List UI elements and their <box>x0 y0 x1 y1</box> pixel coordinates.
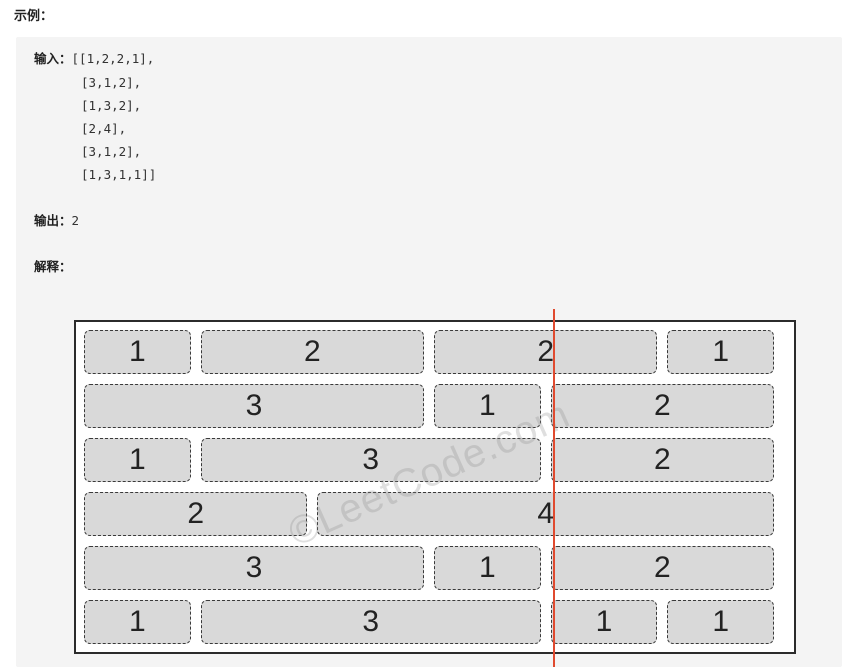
brick: 1 <box>84 438 191 482</box>
input-row-2: [3,1,2], <box>81 75 142 90</box>
brick: 2 <box>550 384 774 428</box>
brick: 3 <box>200 600 541 644</box>
output-value: 2 <box>71 213 80 228</box>
input-row-4: [2,4], <box>81 121 127 136</box>
input-row-5: [3,1,2], <box>81 144 142 159</box>
input-line-1: 输入：[[1,2,2,1], <box>34 51 154 67</box>
brick: 1 <box>84 600 191 644</box>
brick: 3 <box>84 546 424 590</box>
example-box: 输入：[[1,2,2,1], [3,1,2], [1,3,2], [2,4], … <box>16 37 842 667</box>
brick: 1 <box>667 330 774 374</box>
brick: 1 <box>550 600 658 644</box>
brick: 2 <box>434 330 658 374</box>
explain-line: 解释： <box>34 259 72 275</box>
brick: 4 <box>317 492 774 536</box>
example-heading: 示例： <box>14 9 54 24</box>
brick: 2 <box>200 330 424 374</box>
brick: 1 <box>434 384 541 428</box>
brick: 1 <box>434 546 541 590</box>
brick: 2 <box>550 546 774 590</box>
brick: 2 <box>84 492 308 536</box>
brick: 3 <box>200 438 541 482</box>
output-label: 输出： <box>34 213 72 228</box>
output-line: 输出：2 <box>34 213 79 229</box>
brick: 1 <box>667 600 774 644</box>
brick: 2 <box>550 438 774 482</box>
brick: 1 <box>84 330 191 374</box>
cut-line <box>553 309 555 667</box>
input-row-3: [1,3,2], <box>81 98 142 113</box>
input-row-1: [[1,2,2,1], <box>71 51 155 66</box>
input-row-6: [1,3,1,1]] <box>81 167 157 182</box>
brick: 3 <box>84 384 424 428</box>
explain-label: 解释： <box>34 259 72 274</box>
input-label: 输入： <box>34 51 72 66</box>
